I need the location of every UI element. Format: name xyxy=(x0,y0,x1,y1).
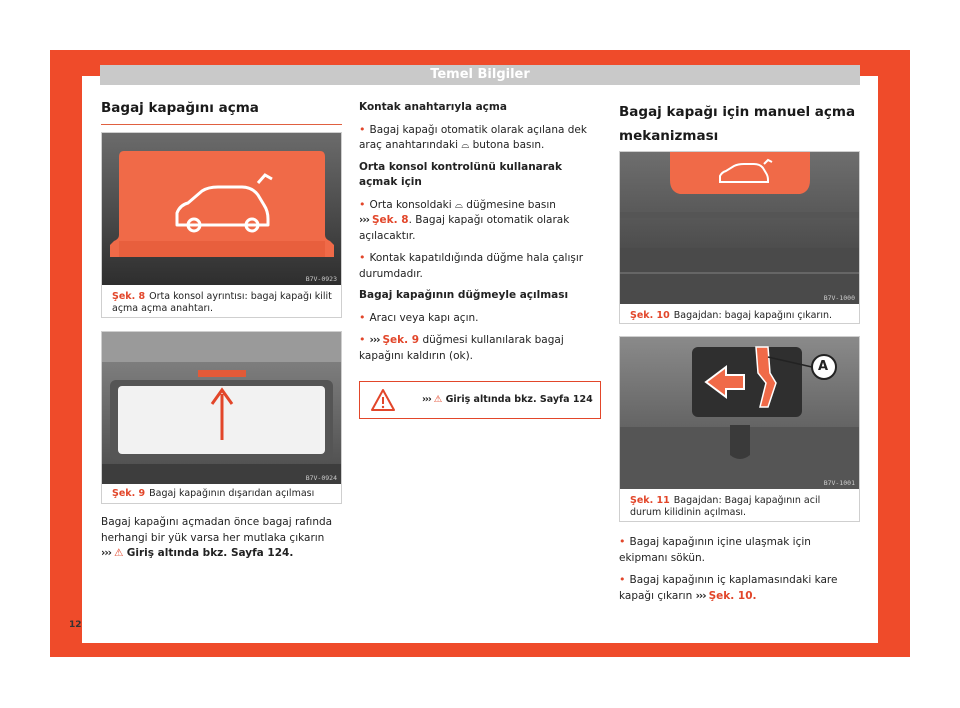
list-item: •Kontak kapatıldığında düğme hala çalışı… xyxy=(359,251,584,280)
col1-paragraph-text: Bagaj kapağını açmadan önce bagaj rafınd… xyxy=(101,516,333,544)
heading-button-opening: Bagaj kapağının düğmeyle açılması xyxy=(359,289,569,301)
chevron-glyph: ››› xyxy=(422,394,432,405)
bullet-icon: • xyxy=(619,535,626,548)
car-key-icon: ⌓ xyxy=(455,199,463,211)
bullet-icon: • xyxy=(359,122,366,136)
warning-triangle-icon xyxy=(371,389,395,411)
warning-icon: ⚠ xyxy=(113,547,124,559)
figure-10-caption-text: Bagajdan: bagaj kapağını çıkarın. xyxy=(673,310,832,321)
list-item: •Bagaj kapağının içine ulaşmak için ekip… xyxy=(619,535,811,564)
bullet-icon: • xyxy=(619,573,626,586)
heading-console-opening: Orta konsol kontrolünü kullanarak açmak … xyxy=(359,160,563,189)
chevron-glyph: ››› xyxy=(369,334,381,346)
car-key-icon: ⌓ xyxy=(461,140,470,151)
figure-11-caption-text: Bagajdan: Bagaj kapağının acil durum kil… xyxy=(630,495,821,518)
bullet-icon: • xyxy=(359,310,366,324)
figure-8-number: Şek. 8 xyxy=(112,291,146,302)
fig9-ref-link[interactable]: Şek. 9 xyxy=(382,334,420,346)
bullet-icon: • xyxy=(359,333,366,346)
bullet-icon: • xyxy=(359,197,366,211)
chevron-glyph: ››› xyxy=(101,547,112,559)
figure-8-image: B7V-0923 xyxy=(102,133,341,285)
list-item: •Bagaj kapağı otomatik olarak açılana de… xyxy=(359,122,587,152)
figure-9-code: B7V-0924 xyxy=(305,474,337,482)
bullet-icon: • xyxy=(359,251,366,264)
section-title-open-tailgate: Bagaj kapağını açma xyxy=(101,100,342,125)
list-item: •Bagaj kapağının iç kaplamasındaki kare … xyxy=(619,573,838,602)
warning-box: ›››⚠ Giriş altında bkz. Sayfa 124 xyxy=(359,381,601,419)
figure-10-image: B7V-1000 xyxy=(620,152,859,304)
warning-text[interactable]: ›››⚠ Giriş altında bkz. Sayfa 124 xyxy=(422,394,593,405)
chevron-glyph: ››› xyxy=(695,589,707,602)
figure-11-image: A B7V-1001 xyxy=(620,337,859,489)
figure-11-code: B7V-1001 xyxy=(823,479,855,487)
figure-9-caption-text: Bagaj kapağının dışarıdan açılması xyxy=(149,488,315,499)
fig10-ref-link[interactable]: Şek. 10. xyxy=(708,589,757,602)
page-number: 12 xyxy=(69,620,82,630)
fig8-ref-link[interactable]: Şek. 8 xyxy=(371,214,409,226)
figure-10-code: B7V-1000 xyxy=(823,294,855,302)
figure-10-number: Şek. 10 xyxy=(630,310,670,321)
chevron-glyph: ››› xyxy=(359,214,370,226)
page-header: Temel Bilgiler xyxy=(100,65,860,85)
figure-9-image: B7V-0924 xyxy=(102,332,341,484)
col1-paragraph: Bagaj kapağını açmadan önce bagaj rafınd… xyxy=(101,515,342,562)
warning-icon: ⚠ xyxy=(433,394,443,405)
figure-9-number: Şek. 9 xyxy=(112,488,146,499)
list-item: •Orta konsoldaki ⌓ düğmesine basın ›››Şe… xyxy=(359,197,570,242)
col3-content: •Bagaj kapağının içine ulaşmak için ekip… xyxy=(619,534,860,610)
figure-11-number: Şek. 11 xyxy=(630,495,670,506)
col1-paragraph-ref[interactable]: Giriş altında bkz. Sayfa 124. xyxy=(126,547,294,559)
col2-content: Kontak anahtarıyla açma •Bagaj kapağı ot… xyxy=(359,100,601,370)
list-item: •Aracı veya kapı açın. xyxy=(359,310,479,324)
figure-8-code: B7V-0923 xyxy=(305,275,337,283)
heading-key-opening: Kontak anahtarıyla açma xyxy=(359,101,507,113)
section-title-manual-release: Bagaj kapağı için manuel açma mekanizmas… xyxy=(619,100,860,157)
figure-8-caption-text: Orta konsol ayrıntısı: bagaj kapağı kili… xyxy=(112,291,332,314)
list-item: •›››Şek. 9 düğmesi kullanılarak bagaj ka… xyxy=(359,333,564,362)
callout-label-a: A xyxy=(818,359,829,374)
